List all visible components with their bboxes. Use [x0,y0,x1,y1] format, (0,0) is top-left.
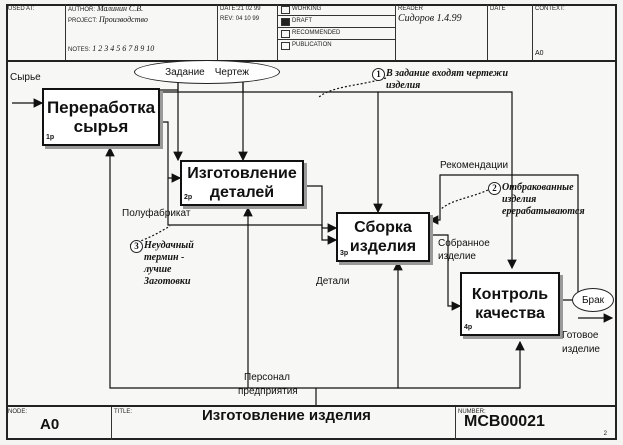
note-1-number: 1 [372,68,385,81]
reader-label: READER [398,6,424,12]
note-1-line1: В задание входят чертежи [386,68,509,79]
sheet-frame [6,4,617,440]
footer-number-cell: NUMBER: MCB00021 2 [456,407,617,440]
status-working: WORKING [278,4,395,16]
reader-value: Сидоров 1.4.99 [398,13,462,24]
note-2-line2: изделия [502,194,537,205]
note-2-line3: ерерабатываются [502,206,585,217]
note-2-line1: Отбракованные [502,182,574,193]
status-recommended: RECOMMENDED [278,28,395,40]
rev-value: 04 10 99 [235,16,260,22]
label-assembled-2: изделие [438,251,476,262]
activity-box-2[interactable]: Изготовление деталей [180,160,304,206]
reader-cell: READER Сидоров 1.4.99 [396,4,488,60]
note2-leader [439,189,489,211]
footer-number-value: MCB00021 [464,413,545,430]
activity-1-line1: Переработка [46,98,156,117]
header-border [6,4,617,62]
status-cell: WORKING DRAFT RECOMMENDED PUBLICATION [278,4,396,60]
note-3-number: 3 [130,240,143,253]
used-at-label: USED AT: [8,6,35,12]
rev-label: REV: [220,16,234,22]
context-cell: CONTEXT: A0 [533,4,617,60]
label-staff-2: предприятия [238,386,298,397]
arrow-staff-4 [398,340,525,389]
arrow-parts [303,185,338,233]
note-3-line1: Неудачный [144,240,194,251]
activity-box-4[interactable]: Контроль качества [460,272,560,336]
reject-oval: Брак [572,288,614,312]
label-recommendations: Рекомендации [440,160,509,171]
date-label: DATE: [220,6,238,12]
note-3-line3: лучше [144,264,172,275]
footer-title-value: Изготовление изделия [202,407,371,424]
context-node: A0 [535,50,544,57]
label-reject: Брак [581,294,605,306]
arrow-assembled [430,234,462,311]
arrow-drawing-control-4 [378,91,517,270]
date2-cell: DATE [488,4,533,60]
activity-4-line2: качества [475,305,545,322]
header-block: USED AT: AUTHOR: Малинин С.В. PROJECT: П… [6,4,617,62]
activity-2-line1: Изготовление [187,165,297,182]
used-at-cell: USED AT: [6,4,66,60]
label-drawing: Чертеж [214,66,249,78]
label-staff-1: Персонал [244,372,290,383]
status-draft: DRAFT [278,16,395,28]
label-assembled-1: Собранное [438,238,490,249]
author-cell: AUTHOR: Малинин С.В. PROJECT: Производст… [66,4,218,60]
label-finished-2: изделие [562,344,600,355]
activity-1-line2: сырья [73,117,129,136]
note-2-number: 2 [488,182,501,195]
footer-title-label: TITLE: [114,409,133,415]
footer-page: 2 [603,431,607,437]
footer-node-label: NODE: [8,409,28,415]
label-finished-1: Готовое [562,330,599,341]
label-raw: Сырье [10,72,41,83]
context-label: CONTEXT: [535,6,565,12]
date-value: 21 02 99 [237,6,261,12]
date2-label: DATE [490,6,506,12]
footer-number-label: NUMBER: [458,409,486,415]
status-publication: PUBLICATION [278,40,395,51]
label-semi: Полуфабрикат [122,208,191,219]
notes-value: 1 2 3 4 5 6 7 8 9 10 [92,44,155,53]
project-value: Производство [98,15,148,24]
activity-4-number: 4р [464,324,473,331]
control-oval: Задание Чертеж [134,60,280,84]
label-parts: Детали [316,276,350,287]
footer-node-cell: NODE: A0 [6,407,112,440]
arrow-recommendations [428,174,579,296]
footer-block: NODE: A0 TITLE: Изготовление изделия NUM… [6,405,617,440]
date-cell: DATE:21 02 99 REV: 04 10 99 [218,4,278,60]
note1-leader [317,77,387,99]
author-value: Малинин С.В. [96,4,144,13]
note-3-line4: Заготовки [144,276,191,287]
activity-1-number: 1р [46,134,55,141]
activity-2-line2: деталей [209,184,275,201]
project-label: PROJECT: [68,18,98,24]
note-3-line2: термин - [144,252,185,263]
activity-box-3[interactable]: Сборка изделия [336,212,430,262]
notes-label: NOTES: [68,47,91,53]
note-2: 2 Отбракованные изделия ерерабатываются [488,182,585,218]
note-3: 3 Неудачный термин - лучше Заготовки [130,240,194,288]
arrow-semi-to-parts-1 [160,121,182,183]
note-1-line2: изделия [386,80,421,91]
arrow-staff-1 [105,146,316,389]
label-task: Задание [165,66,205,78]
footer-node-value: A0 [40,416,60,433]
note-1: 1 В задание входят чертежи изделия [372,68,508,92]
footer-title-cell: TITLE: Изготовление изделия [112,407,456,440]
activity-2-number: 2р [184,194,193,201]
activity-3-number: 3р [340,250,349,257]
activity-4-line1: Контроль [471,286,549,303]
author-label: AUTHOR: [68,7,95,13]
activity-3-line1: Сборка [354,219,412,236]
activity-3-line2: изделия [349,238,417,255]
